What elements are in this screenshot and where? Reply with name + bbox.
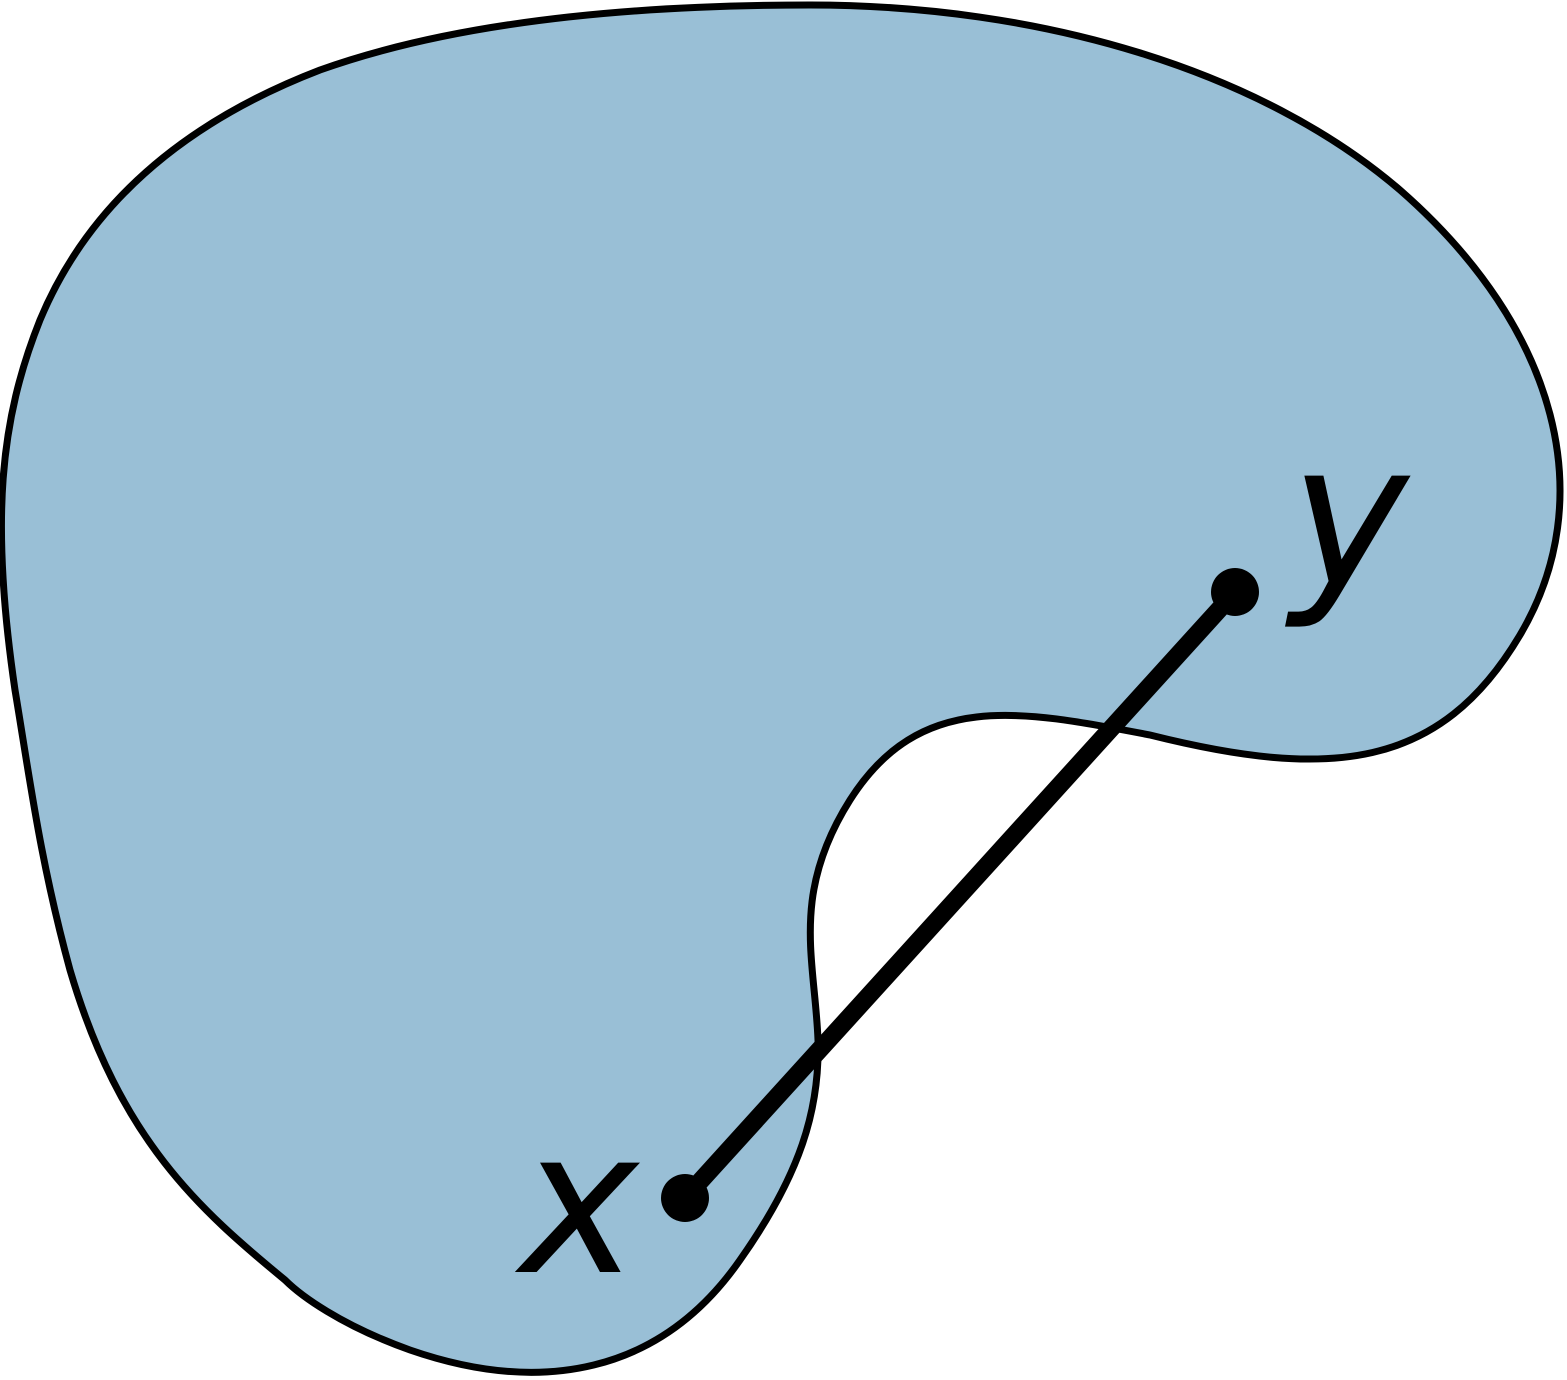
segment-xy — [676, 583, 1244, 1207]
point-y-label: y — [1285, 400, 1411, 633]
point-y-dot — [1211, 568, 1259, 616]
point-x-label: x — [514, 1087, 641, 1320]
point-x-dot — [661, 1174, 709, 1222]
